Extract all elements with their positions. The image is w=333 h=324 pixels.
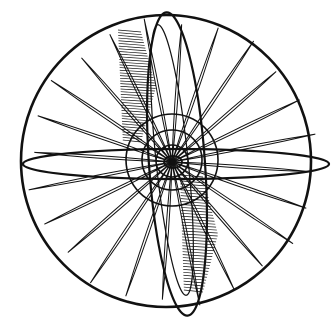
lower-hatch-line-16 (182, 219, 215, 221)
lower-hatch-line-28 (183, 255, 213, 257)
upper-hatch-line-6 (119, 43, 145, 45)
upper-hatch-line-3 (118, 35, 142, 37)
upper-hatch-line-1 (118, 30, 141, 32)
upper-hatch-line-16 (120, 70, 152, 72)
upper-hatch-line-15 (120, 68, 152, 70)
upper-hatch-line-25 (121, 94, 154, 96)
lower-hatch-line-19 (182, 228, 217, 230)
lower-hatch-line-6 (181, 190, 207, 192)
lower-hatch-line-27 (183, 252, 213, 254)
upper-hatch-line-7 (119, 46, 146, 48)
upper-hatch-line-10 (119, 54, 148, 56)
upper-hatch-line-35 (122, 121, 146, 123)
core-dot (171, 160, 176, 165)
upper-hatch-line-32 (122, 113, 149, 115)
upper-hatch-line-11 (119, 57, 148, 59)
upper-hatch-line-5 (118, 41, 143, 43)
upper-hatch-line-31 (122, 110, 150, 112)
lower-hatch-line-17 (182, 222, 216, 224)
lower-hatch-line-29 (183, 258, 212, 260)
upper-hatch-line-4 (118, 38, 143, 40)
upper-hatch-line-9 (119, 51, 147, 53)
lower-hatch-line-18 (182, 225, 216, 227)
upper-hatch-line-20 (120, 81, 155, 83)
lower-hatch-line-30 (183, 261, 211, 263)
upper-hatch-line-2 (118, 33, 142, 35)
upper-hatch-line-8 (119, 49, 146, 51)
lower-hatch-line-26 (183, 249, 214, 251)
radial-ray-6 (172, 162, 200, 305)
